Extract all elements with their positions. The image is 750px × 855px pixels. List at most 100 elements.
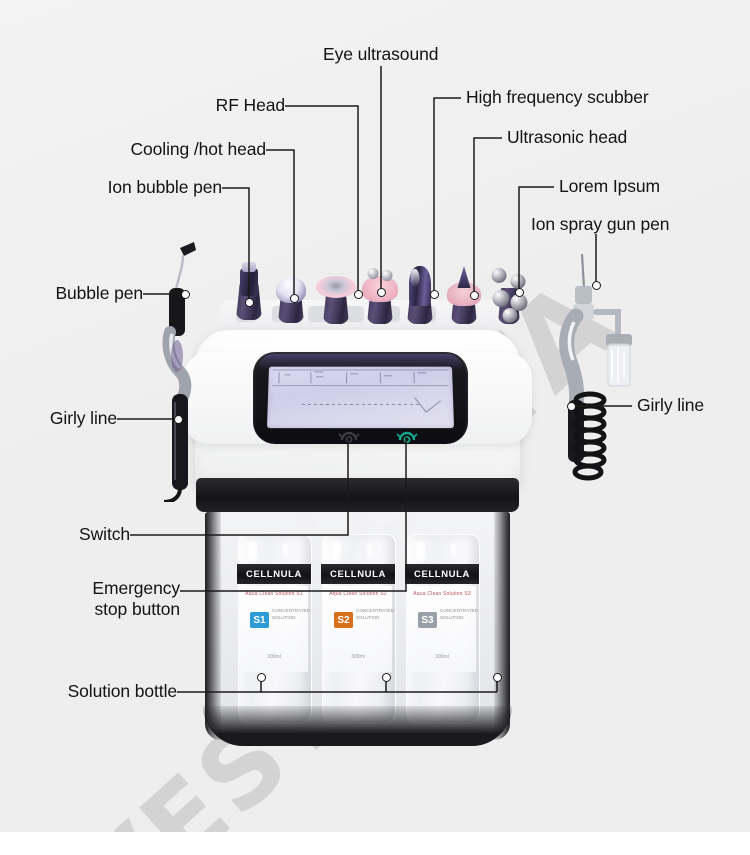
anchor-dot-cooling-hot-head	[290, 294, 299, 303]
callout-label-switch: Switch	[79, 524, 130, 544]
handpiece-chrome-ball	[502, 308, 518, 323]
callout-label-ion-spray-gun-pen: Ion spray gun pen	[531, 214, 670, 234]
tray-notch	[344, 306, 364, 322]
bottle-chip-s3: S3	[418, 612, 437, 628]
anchor-dot-girly-line-left	[174, 415, 183, 424]
handpiece-lorem-ipsum	[488, 268, 530, 324]
cabinet-right-edge	[494, 512, 510, 740]
power-switch-button[interactable]	[338, 428, 360, 444]
screen-glyph	[316, 376, 324, 378]
handpiece-tip	[316, 276, 356, 298]
handpiece-highlight	[410, 269, 420, 287]
bubble-pen-handpiece	[160, 236, 206, 504]
control-screen[interactable]	[266, 366, 455, 429]
screen-divider	[272, 385, 449, 387]
anchor-dot-eye-ultrasound	[377, 288, 386, 297]
anchor-dot-rf-head	[354, 290, 363, 299]
anchor-dot-ion-spray-gun-pen	[592, 281, 601, 290]
bottle-label: Aqua Clean Solution S1 S1 CONCENTRATED S…	[240, 586, 310, 672]
bottle-highlight-secondary	[367, 543, 372, 557]
bottle-label: Aqua Clean Solution S3 S3 CONCENTRATED S…	[408, 586, 478, 672]
bottle-highlight	[248, 541, 257, 561]
handpiece-spatula	[457, 266, 471, 288]
handpiece-chrome-ball	[491, 268, 507, 283]
bottle-chip-s2: S2	[334, 612, 353, 628]
handpiece-chrome-ball	[510, 294, 528, 311]
bubble-pen-graphic	[162, 242, 196, 504]
bottle-subtitle: Aqua Clean Solution S2	[329, 591, 387, 597]
bottle-description: CONCENTRATED SOLUTION	[272, 608, 310, 620]
anchor-dot-solution-bottle-2	[382, 673, 391, 682]
bottle-description: CONCENTRATED SOLUTION	[356, 608, 394, 620]
handpiece-rf-head	[315, 276, 357, 324]
tray-notch	[308, 306, 328, 322]
callout-label-ultrasonic-head: Ultrasonic head	[507, 127, 628, 147]
screen-bezel-sheen	[258, 354, 463, 370]
bottle-cap-band: CELLNULA	[321, 564, 395, 584]
callout-label-solution-bottle: Solution bottle	[67, 681, 178, 701]
callout-label-lorem-ipsum: Lorem Ipsum	[559, 176, 661, 196]
bottle-highlight-secondary	[283, 543, 288, 557]
handpiece-cartridge	[242, 262, 256, 272]
solution-bottle-s1: CELLNULA Aqua Clean Solution S1 S1 CONCE…	[237, 534, 312, 724]
bottle-brand: CELLNULA	[330, 568, 386, 580]
screen-glyph	[278, 372, 280, 384]
bottle-highlight-secondary	[451, 543, 456, 557]
anchor-dot-girly-line-right	[567, 402, 576, 411]
bottle-brand: CELLNULA	[246, 568, 302, 580]
callout-label-ion-bubble-pen: Ion bubble pen	[107, 177, 223, 197]
callout-label-emergency-stop-button: Emergency stop button	[92, 578, 180, 619]
screen-glyph	[383, 375, 392, 377]
screen-glyph	[413, 372, 415, 384]
bottle-subtitle: Aqua Clean Solution S3	[413, 591, 471, 597]
power-switch-icon	[338, 431, 360, 443]
bottle-volume: 300ml	[435, 654, 449, 660]
handpiece-roller-ball	[381, 270, 393, 281]
callout-label-cooling-hot-head: Cooling /hot head	[130, 139, 267, 159]
bottle-brand: CELLNULA	[414, 568, 470, 580]
bottle-highlight	[332, 541, 341, 561]
anchor-dot-ultrasonic-head	[470, 291, 479, 300]
callout-label-rf-head: RF Head	[215, 95, 285, 115]
bottle-chip-s1: S1	[250, 612, 269, 628]
solution-bottle-s2: CELLNULA Aqua Clean Solution S2 S2 CONCE…	[321, 534, 396, 724]
bottle-highlight	[416, 541, 425, 561]
ion-spray-gun-graphic	[559, 253, 632, 481]
screen-glyph	[417, 372, 427, 374]
callout-label-high-frequency-scubber: High frequency scubber	[466, 87, 649, 107]
callout-label-bubble-pen: Bubble pen	[55, 283, 143, 303]
handpiece-ion-bubble-pen	[232, 262, 266, 320]
callout-label-girly-line-right: Girly line	[637, 395, 705, 415]
screen-glyph	[379, 372, 381, 384]
callout-label-girly-line-left: Girly line	[49, 408, 117, 428]
bottle-subtitle: Aqua Clean Solution S1	[245, 591, 303, 597]
screen-waveform	[301, 403, 421, 405]
bottle-description: CONCENTRATED SOLUTION	[440, 608, 478, 620]
handpiece-chrome-ball	[510, 274, 526, 289]
emergency-stop-icon	[396, 431, 418, 443]
anchor-dot-ion-bubble-pen	[245, 298, 254, 307]
callout-label-eye-ultrasound: Eye ultrasound	[323, 44, 439, 64]
screen-glyph	[314, 371, 324, 373]
bottle-cap-band: CELLNULA	[237, 564, 311, 584]
emergency-stop-button[interactable]	[396, 428, 418, 444]
screen-glyph	[284, 374, 291, 376]
anchor-dot-bubble-pen	[181, 290, 190, 299]
bottom-white-margin	[0, 832, 750, 855]
bottle-cap-band: CELLNULA	[405, 564, 479, 584]
bottle-label: Aqua Clean Solution S2 S2 CONCENTRATED S…	[324, 586, 394, 672]
handpiece-high-frequency-scubber	[404, 266, 436, 324]
screen-divider	[272, 369, 449, 371]
anchor-dot-lorem-ipsum	[515, 288, 524, 297]
anchor-dot-solution-bottle-1	[257, 673, 266, 682]
screen-pointer-icon	[414, 386, 441, 413]
handpiece-tip	[240, 268, 258, 296]
anchor-dot-solution-bottle-3	[493, 673, 502, 682]
solution-bottle-s3: CELLNULA Aqua Clean Solution S3 S3 CONCE…	[405, 534, 480, 724]
cabinet-base	[203, 706, 512, 746]
screen-glyph	[346, 372, 348, 384]
screen-glyph	[310, 372, 312, 384]
handpiece-chrome-ball	[492, 290, 510, 307]
bottle-volume: 300ml	[351, 654, 365, 660]
